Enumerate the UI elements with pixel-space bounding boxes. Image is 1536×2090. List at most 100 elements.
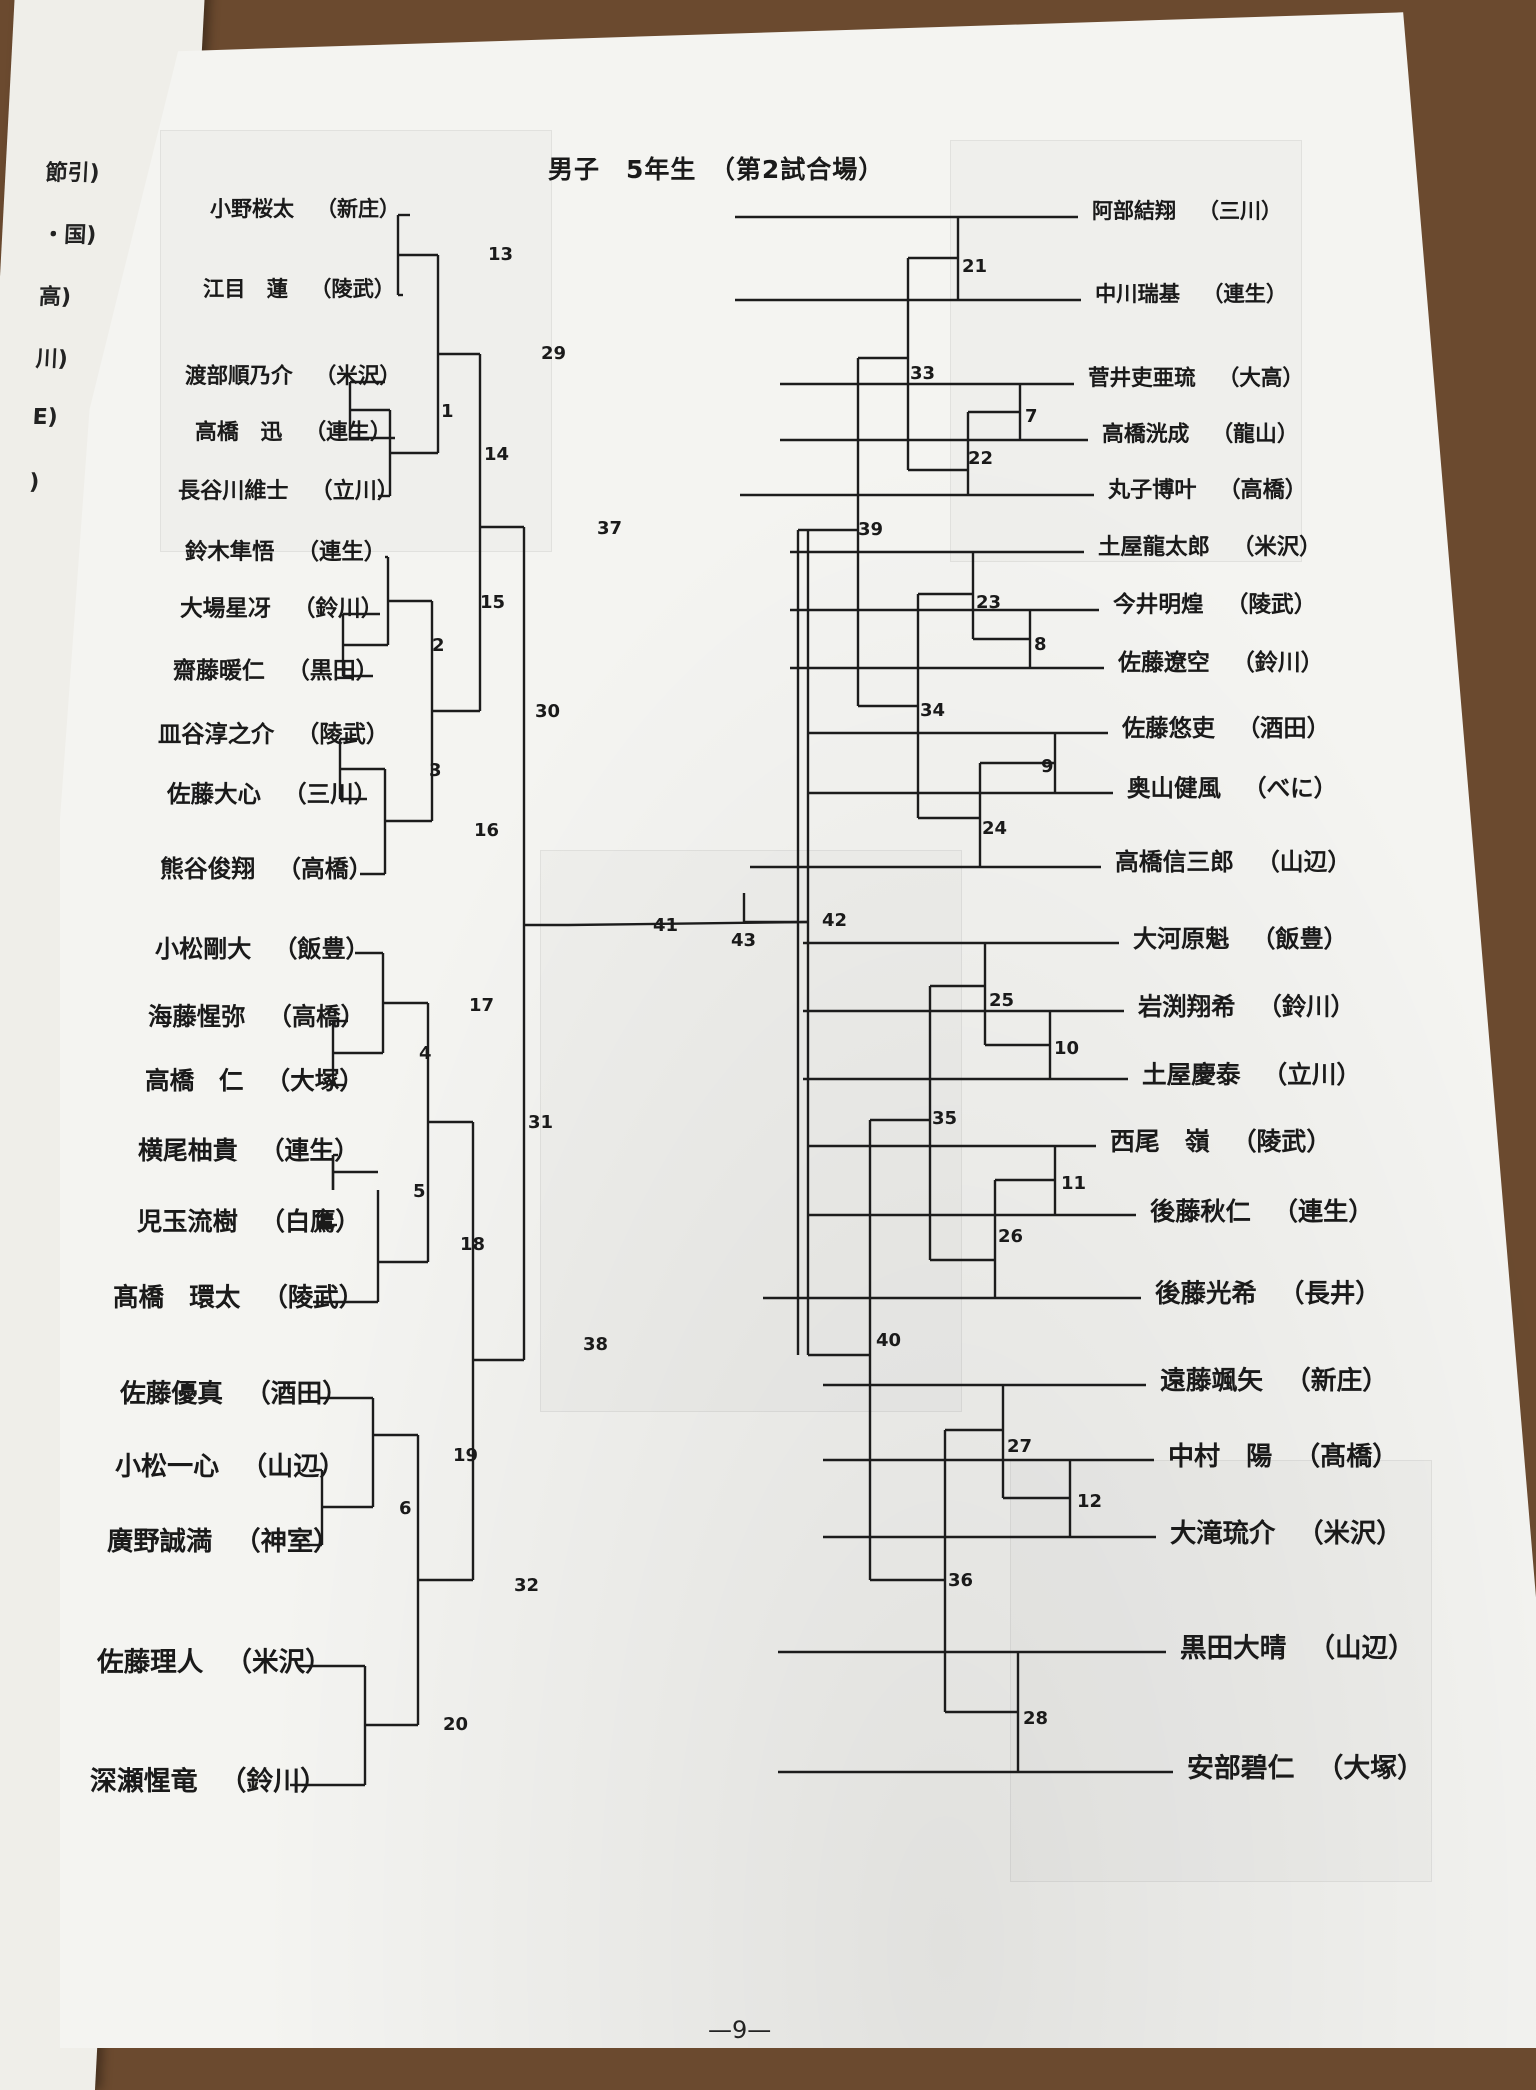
player-team: （飯豊） bbox=[1251, 925, 1348, 953]
player-entry: 遠藤颯矢（新庄） bbox=[1160, 1366, 1388, 1396]
player-entry: 海藤惺弥（高橋） bbox=[148, 1002, 365, 1031]
show-through-table bbox=[160, 130, 552, 552]
player-entry: 高橋信三郎 （山辺） bbox=[1115, 848, 1352, 876]
match-number: 31 bbox=[528, 1112, 554, 1133]
player-name: 佐藤優真 bbox=[120, 1379, 223, 1409]
player-team: （連生） bbox=[304, 420, 392, 445]
player-entry: 菅井吏亜琉（大高） bbox=[1088, 368, 1304, 390]
player-team: （白鷹） bbox=[259, 1207, 361, 1236]
match-number: 29 bbox=[541, 343, 567, 364]
match-number: 28 bbox=[1023, 1708, 1049, 1729]
player-team: （鈴川） bbox=[1257, 992, 1355, 1021]
player-name: 海藤惺弥 bbox=[148, 1002, 246, 1031]
player-team: （酒田） bbox=[1236, 715, 1330, 742]
player-team: （大塚） bbox=[265, 1066, 365, 1095]
match-number: 2 bbox=[432, 635, 445, 656]
bracket-lines bbox=[290, 213, 1173, 1787]
match-number: 8 bbox=[1034, 634, 1047, 655]
player-entry: 西尾 嶺（陵武） bbox=[1110, 1127, 1332, 1156]
player-entry: 大場星冴（鈴川） bbox=[180, 598, 383, 621]
player-entry: 後藤光希（長井） bbox=[1155, 1279, 1381, 1309]
page-number: —9— bbox=[708, 2016, 772, 2044]
player-entry: 小野桜太（新庄） bbox=[210, 199, 400, 220]
player-team: （連生） bbox=[1202, 282, 1288, 307]
match-number: 4 bbox=[419, 1043, 432, 1064]
player-name: 大河原魁 bbox=[1133, 925, 1230, 953]
player-name: 高橋 仁 bbox=[145, 1066, 244, 1095]
player-team: （三川） bbox=[283, 780, 378, 808]
match-number: 9 bbox=[1041, 756, 1054, 777]
player-team: （神室） bbox=[234, 1527, 340, 1557]
player-name: 小野桜太 bbox=[210, 197, 294, 221]
player-entry: 大河原魁 （飯豊） bbox=[1133, 927, 1348, 951]
player-entry: 佐藤悠吏 （酒田） bbox=[1122, 717, 1330, 740]
show-through-table bbox=[950, 140, 1302, 562]
player-name: 土屋慶泰 bbox=[1142, 1060, 1241, 1089]
match-number: 14 bbox=[484, 444, 510, 465]
player-team: （山辺） bbox=[1308, 1633, 1415, 1664]
player-name: 岩渕翔希 bbox=[1138, 992, 1236, 1021]
player-entry: 髙橋 環太（陵武） bbox=[113, 1285, 364, 1311]
player-entry: 高橋 仁 （大塚） bbox=[145, 1066, 365, 1095]
match-number: 1 bbox=[441, 401, 454, 422]
player-team: （陵武） bbox=[1231, 1127, 1332, 1156]
match-number: 27 bbox=[1007, 1436, 1033, 1457]
player-team: （鈴川） bbox=[219, 1766, 328, 1797]
player-team: （立川） bbox=[310, 478, 399, 504]
match-number: 26 bbox=[998, 1226, 1024, 1247]
player-name: 高橋信三郎 bbox=[1115, 848, 1234, 876]
match-number: 16 bbox=[474, 820, 500, 841]
match-number: 42 bbox=[822, 910, 848, 931]
page-title: 男子 5年生 （第2試合場） bbox=[548, 155, 885, 184]
player-name: 遠藤颯矢 bbox=[1160, 1366, 1263, 1396]
player-name: 奥山健風 bbox=[1127, 774, 1222, 802]
match-number: 3 bbox=[429, 760, 442, 781]
match-number: 40 bbox=[876, 1330, 902, 1351]
match-number: 22 bbox=[968, 448, 994, 469]
bracket-line bbox=[567, 920, 809, 927]
match-number: 6 bbox=[399, 1498, 412, 1519]
player-entry: 佐藤大心（三川） bbox=[167, 780, 378, 808]
player-team: （鈴川） bbox=[292, 596, 384, 622]
match-number: 34 bbox=[920, 700, 946, 721]
player-name: 渡部順乃介 bbox=[185, 364, 293, 389]
player-name: 佐藤悠吏 bbox=[1122, 715, 1215, 742]
match-number: 13 bbox=[488, 244, 514, 265]
player-name: 菅井吏亜琉 bbox=[1088, 366, 1196, 391]
player-entry: 土屋慶泰（立川） bbox=[1142, 1060, 1361, 1089]
match-number: 41 bbox=[653, 915, 679, 936]
player-name: 阿部結翔 bbox=[1092, 199, 1176, 223]
player-entry: 大滝琉介（米沢） bbox=[1170, 1521, 1403, 1548]
match-number: 18 bbox=[460, 1234, 486, 1255]
match-number: 24 bbox=[982, 818, 1008, 839]
match-number: 23 bbox=[976, 592, 1002, 613]
match-number: 33 bbox=[910, 363, 936, 384]
player-team: （大塚） bbox=[1316, 1753, 1425, 1784]
player-team: （飯豊） bbox=[273, 935, 370, 963]
player-team: （山辺） bbox=[241, 1452, 346, 1482]
player-team: （高橋） bbox=[1218, 477, 1307, 503]
player-entry: 皿谷淳之介（陵武） bbox=[158, 723, 389, 746]
player-team: （陵武） bbox=[310, 277, 396, 302]
player-team: （長井） bbox=[1278, 1279, 1381, 1309]
player-team: （山辺） bbox=[1255, 848, 1352, 876]
match-number: 7 bbox=[1025, 406, 1038, 427]
match-number: 25 bbox=[989, 990, 1015, 1011]
match-number: 43 bbox=[731, 930, 757, 951]
player-name: 後藤秋仁 bbox=[1150, 1197, 1251, 1226]
player-entry: 横尾柚貴（連生） bbox=[138, 1138, 359, 1164]
player-entry: 江目 蓮（陵武） bbox=[203, 277, 396, 302]
player-entry: 中村 陽（髙橋） bbox=[1168, 1444, 1398, 1470]
player-name: 長谷川維士 bbox=[178, 478, 289, 504]
player-name: 皿谷淳之介 bbox=[158, 721, 275, 748]
player-name: 高橋洸成 bbox=[1102, 422, 1190, 447]
player-name: 熊谷俊翔 bbox=[160, 855, 256, 883]
player-team: （鈴川） bbox=[1231, 650, 1324, 676]
player-name: 中村 陽 bbox=[1168, 1442, 1273, 1472]
player-team: （高橋） bbox=[277, 855, 373, 883]
player-name: 佐藤遼空 bbox=[1118, 650, 1210, 676]
player-team: （米沢） bbox=[225, 1647, 332, 1678]
player-team: （龍山） bbox=[1211, 422, 1299, 447]
show-through-table bbox=[1010, 1460, 1432, 1882]
player-entry: 鈴木隼悟（連生） bbox=[185, 541, 386, 564]
